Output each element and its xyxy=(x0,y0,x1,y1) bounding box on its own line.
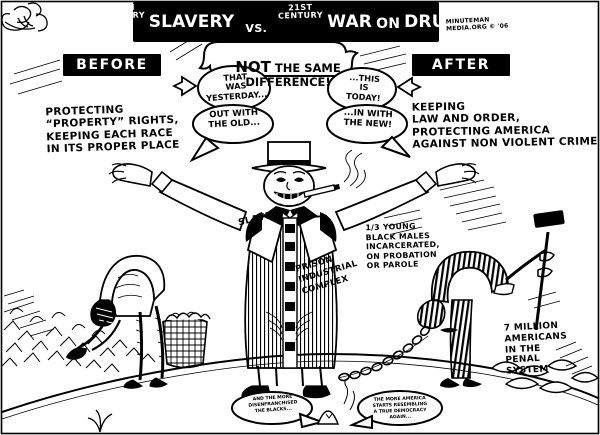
bubble-yesterday xyxy=(197,65,271,111)
title-left-kicker: 18th CENTURY xyxy=(99,2,145,21)
title-banner: 18th CENTURY SLAVERY VS. 21st CENTURY WA… xyxy=(100,2,472,42)
before-label-text: BEFORE xyxy=(76,57,148,73)
after-label-text: AFTER xyxy=(431,57,491,73)
title-banner-content: 18th CENTURY SLAVERY VS. 21st CENTURY WA… xyxy=(100,2,473,35)
cigar-smoke xyxy=(343,149,366,189)
right-hand xyxy=(435,163,480,187)
bubble-today xyxy=(327,67,397,111)
prisoner-figure xyxy=(416,210,600,394)
bubble-arrows xyxy=(171,75,423,98)
title-right-kicker: 21st CENTURY xyxy=(278,2,324,21)
bubble-in-new xyxy=(326,104,408,144)
bubble-out-tail xyxy=(189,136,220,163)
showman-head xyxy=(263,165,340,208)
artist-signature xyxy=(1,2,48,32)
after-label: AFTER xyxy=(412,54,510,76)
sprout xyxy=(87,409,113,433)
title-left-segment: 18th CENTURY SLAVERY VS. 21st CENTURY WA… xyxy=(100,2,473,35)
bottom-center-vignette xyxy=(316,377,355,425)
top-hat xyxy=(251,141,327,174)
slave-figure xyxy=(65,255,168,389)
central-showman-figure xyxy=(108,141,480,399)
bubble-in-tail xyxy=(380,135,411,158)
speech-bubbles xyxy=(189,41,443,430)
title-right-headline-drugs: DRUGS xyxy=(404,11,473,32)
bubble-out-old xyxy=(192,104,274,144)
left-hand xyxy=(108,163,153,187)
title-left-headline: SLAVERY xyxy=(148,11,235,32)
bubble-bottom-right xyxy=(357,390,443,426)
chain xyxy=(337,325,431,382)
title-right-headline-war: WAR xyxy=(327,11,373,32)
bubble-br-tail xyxy=(348,414,373,430)
cotton-basket xyxy=(162,311,211,369)
bubble-bottom-left xyxy=(231,391,313,425)
cotton-field xyxy=(1,289,156,373)
before-label: BEFORE xyxy=(63,54,161,76)
title-right-headline-on: ON xyxy=(376,15,401,32)
background-hatching xyxy=(9,35,561,309)
bubble-bl-tail xyxy=(298,412,326,429)
title-vs: VS. xyxy=(245,21,268,35)
